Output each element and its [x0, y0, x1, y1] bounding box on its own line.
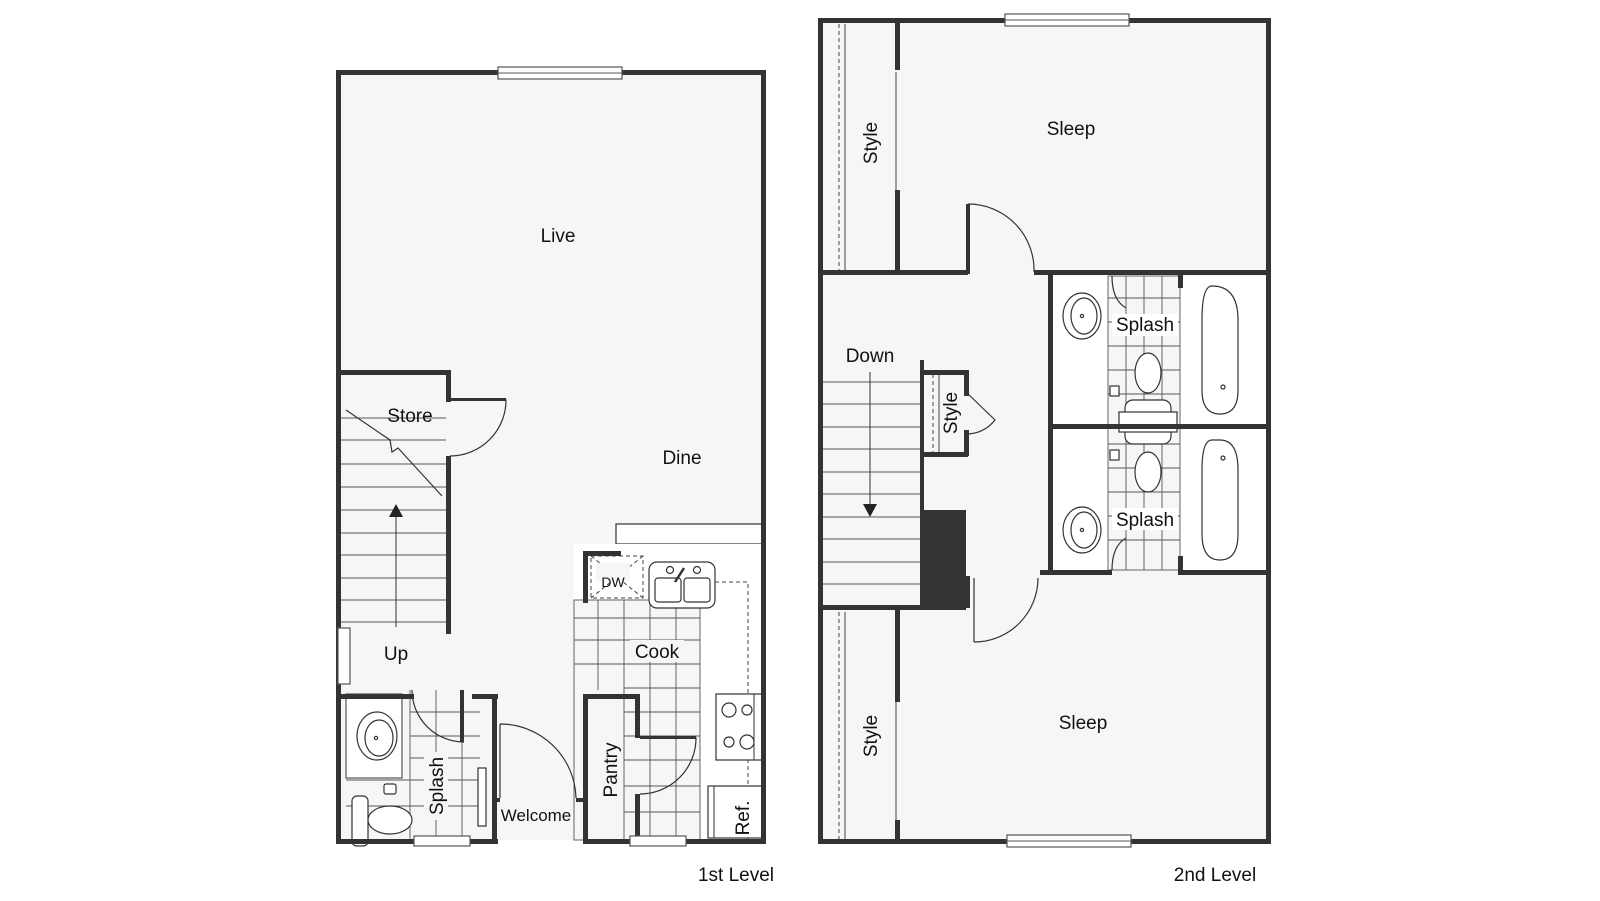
stove [715, 693, 763, 761]
arrow-up-icon [389, 504, 403, 517]
stairs-down [822, 372, 920, 585]
toilet-icon [1134, 451, 1162, 493]
window-bath [413, 835, 471, 847]
appliance-label-dw: DW [601, 574, 625, 590]
bathtub-icon [1201, 285, 1239, 415]
bathtub-icon [1201, 439, 1239, 561]
room-label-splash: Splash [427, 757, 448, 815]
bedroom-door-bottom [973, 577, 1039, 643]
store-door [449, 399, 507, 457]
stairs-up [340, 372, 446, 627]
closet-label-style-mid: Style [941, 392, 962, 434]
toilet-icon [351, 795, 369, 847]
entry-door [499, 723, 577, 799]
room-label-dine: Dine [662, 448, 701, 469]
appliance-label-ref: Ref. [733, 801, 754, 836]
level-label-second: 2nd Level [1174, 865, 1256, 886]
room-label-splash-bottom: Splash [1116, 510, 1174, 531]
room-label-welcome: Welcome [501, 806, 572, 825]
closet-label-style-bottom: Style [861, 715, 882, 757]
toilet-icon [1134, 352, 1162, 394]
towel-bar [477, 767, 487, 827]
level-label-first: 1st Level [698, 865, 774, 886]
room-label-cook: Cook [635, 642, 680, 663]
stairs-label-up: Up [384, 644, 408, 665]
second-level: Sleep Style Down Style Splash Splash Sty… [818, 13, 1271, 886]
room-label-store: Store [387, 406, 432, 427]
utility-chase [920, 510, 966, 606]
counter-bar [615, 523, 763, 545]
stairs-label-down: Down [846, 346, 895, 367]
first-level: Live Store Dine Up Cook DW Splash Welcom… [336, 66, 774, 886]
room-label-splash-top: Splash [1116, 315, 1174, 336]
jack-and-jill-bath [1050, 275, 1266, 571]
sink-icon [1062, 506, 1102, 554]
window-pantry [629, 835, 687, 847]
closet-label-style-top: Style [861, 122, 882, 164]
stair-break-line [345, 409, 443, 497]
arrow-down-icon [863, 504, 877, 517]
bath-door [411, 689, 465, 743]
dishwasher [590, 555, 644, 599]
room-label-sleep-top: Sleep [1047, 119, 1096, 140]
sink-icon [1062, 292, 1102, 340]
room-label-sleep-bottom: Sleep [1059, 713, 1108, 734]
sink-icon [356, 711, 398, 761]
room-label-live: Live [541, 226, 576, 247]
closet-door [965, 391, 996, 435]
room-label-pantry: Pantry [601, 742, 622, 797]
window-left [337, 627, 351, 685]
refrigerator [707, 785, 763, 839]
pantry-door [639, 737, 697, 795]
